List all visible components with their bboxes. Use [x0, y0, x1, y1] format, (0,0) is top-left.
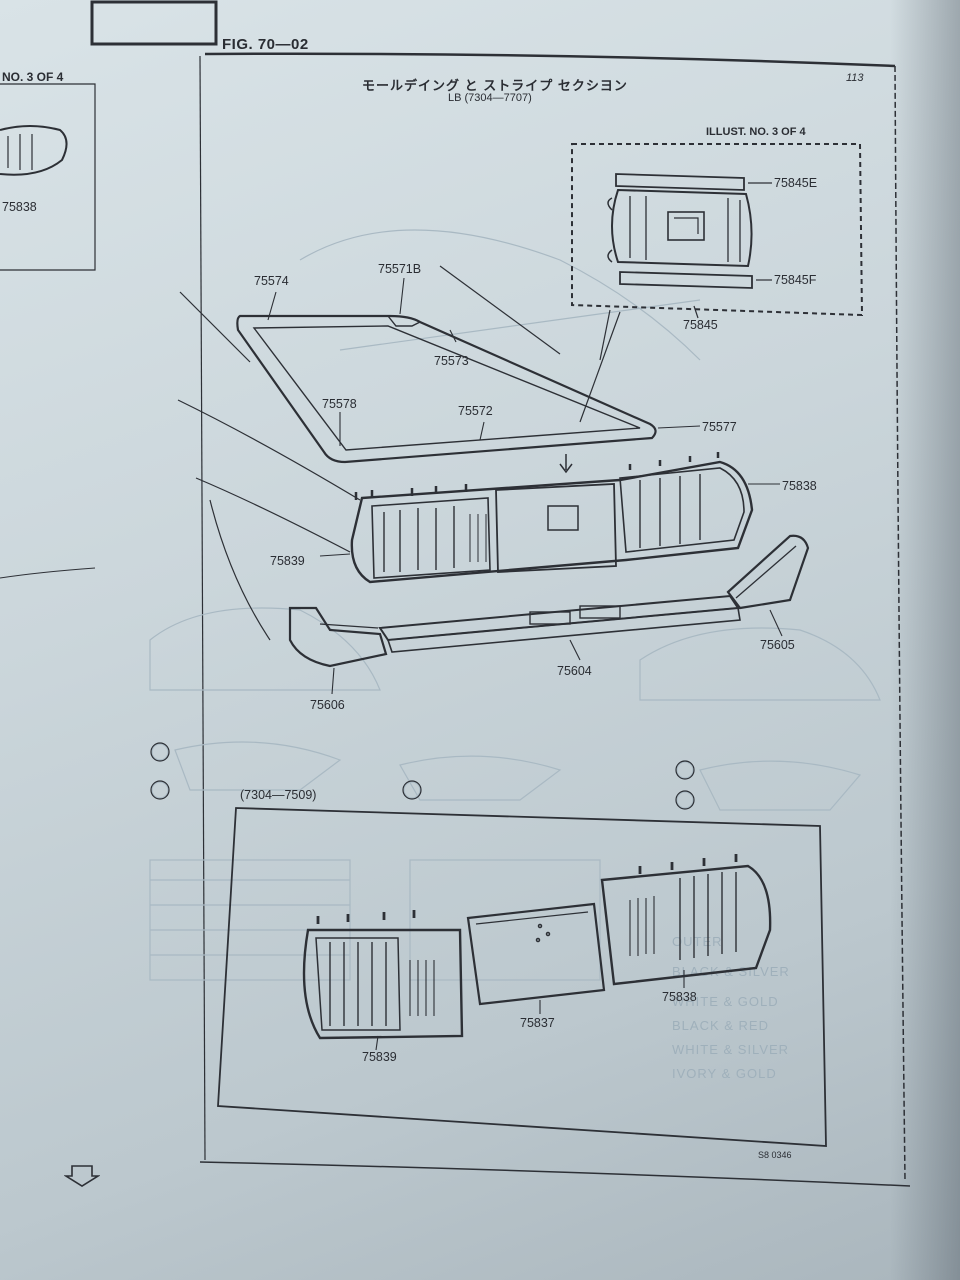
- bg-table-row: OUTER: [672, 934, 723, 949]
- bottom-rule: [199, 1161, 911, 1187]
- header-rule: [204, 52, 896, 68]
- background-drawings: [149, 229, 881, 981]
- part-label: 75606: [310, 698, 345, 712]
- page-shadow: [890, 0, 960, 1280]
- drawing-code: S8 0346: [758, 1150, 792, 1160]
- down-arrow-icon: [559, 454, 573, 474]
- part-label: 75578: [322, 397, 357, 411]
- part-label: 75573: [434, 354, 469, 368]
- windshield-molding: [236, 314, 657, 464]
- part-label: 75604: [557, 664, 592, 678]
- part-label: 75845E: [774, 176, 818, 190]
- part-label: 75838: [782, 479, 817, 493]
- part-75606-end-cap: [288, 606, 388, 668]
- next-page-arrow-icon: [64, 1165, 100, 1187]
- part-label: 75837: [520, 1016, 555, 1030]
- part-label: 75838: [662, 990, 697, 1004]
- bg-table-row: IVORY & GOLD: [672, 1066, 777, 1081]
- part-75838-75839-garnish: [350, 452, 754, 584]
- part-label: 75571B: [378, 262, 422, 276]
- part-label: 75839: [362, 1050, 397, 1064]
- frame-left: [199, 55, 206, 1161]
- part-label: 75839: [270, 554, 305, 568]
- figure-number: FIG. 70—02: [222, 36, 309, 53]
- bg-table-row: BLACK & RED: [672, 1018, 769, 1033]
- bg-table-row: WHITE & SILVER: [672, 1042, 790, 1057]
- part-label: 75845F: [774, 273, 817, 287]
- part-label: 75838: [2, 200, 37, 214]
- part-label: 75574: [254, 274, 289, 288]
- inset-part-75838: [600, 854, 772, 986]
- page-number: 113: [846, 72, 864, 84]
- frame-right: [894, 65, 906, 1181]
- part-label: 75605: [760, 638, 795, 652]
- left-page-lamp-ribs: [7, 134, 33, 170]
- left-page-line: [0, 567, 96, 579]
- circle-a-markers: [150, 742, 695, 810]
- part-75845-panel: [607, 173, 753, 289]
- part-75604-molding: [378, 594, 741, 653]
- part-75605-end-cap: [726, 534, 810, 610]
- left-page-illustration-number: NO. 3 OF 4: [2, 70, 64, 84]
- inset-part-75837: [466, 902, 606, 1006]
- inset-part-75839: [302, 910, 464, 1040]
- bg-table-row: WHITE & GOLD: [672, 994, 779, 1009]
- section-title: モールデイング と ストライプ セクシヨン: [362, 78, 628, 93]
- part-label: 75572: [458, 404, 493, 418]
- detail-box-75845: [571, 143, 864, 317]
- model-range: LB (7304—7707): [448, 92, 532, 104]
- left-page-lamp: [0, 125, 68, 176]
- header-box: [90, 0, 218, 46]
- part-label: 75577: [702, 420, 737, 434]
- part-label: 75845: [683, 318, 718, 332]
- inset-box: [217, 807, 827, 1147]
- illustration-number: ILLUST. NO. 3 OF 4: [706, 126, 806, 138]
- left-page-box: [0, 83, 96, 271]
- inset-title: (7304—7509): [240, 788, 317, 802]
